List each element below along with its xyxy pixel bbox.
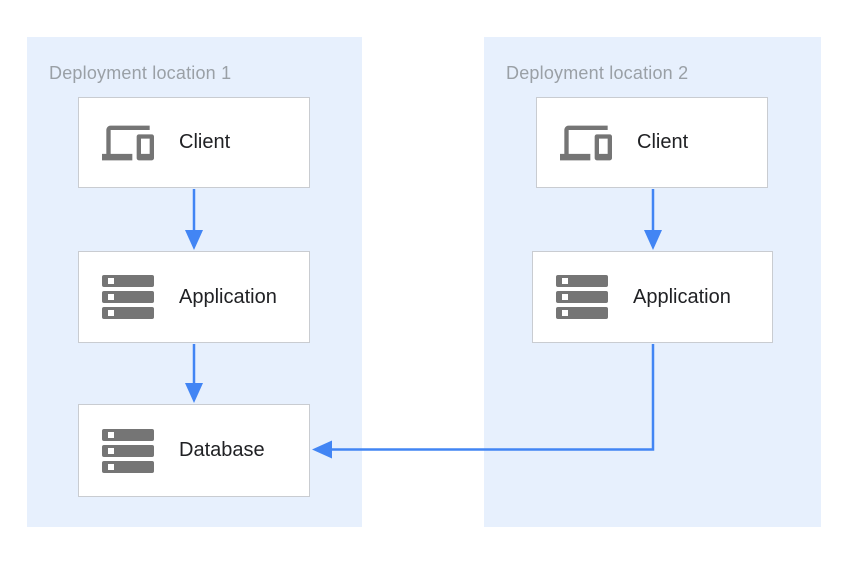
region-deployment-location-2: Deployment location 2 Client Application (484, 37, 821, 527)
node-label: Database (179, 439, 265, 461)
devices-icon (97, 117, 159, 169)
node-application-1: Application (78, 251, 310, 343)
node-database-1: Database (78, 404, 310, 497)
node-label: Application (179, 285, 277, 308)
node-client-2: Client (536, 97, 768, 188)
region-title: Deployment location 1 (49, 63, 232, 83)
node-label: Client (637, 131, 689, 153)
node-label: Client (179, 131, 231, 153)
region-title: Deployment location 2 (506, 63, 689, 83)
devices-icon (555, 117, 617, 169)
server-stack-icon (551, 275, 613, 319)
region-deployment-location-1: Deployment location 1 Client Application… (27, 37, 362, 527)
server-stack-icon (97, 275, 159, 319)
node-application-2: Application (532, 251, 773, 343)
server-stack-icon (97, 428, 159, 473)
node-label: Application (633, 285, 731, 308)
node-client-1: Client (78, 97, 310, 188)
